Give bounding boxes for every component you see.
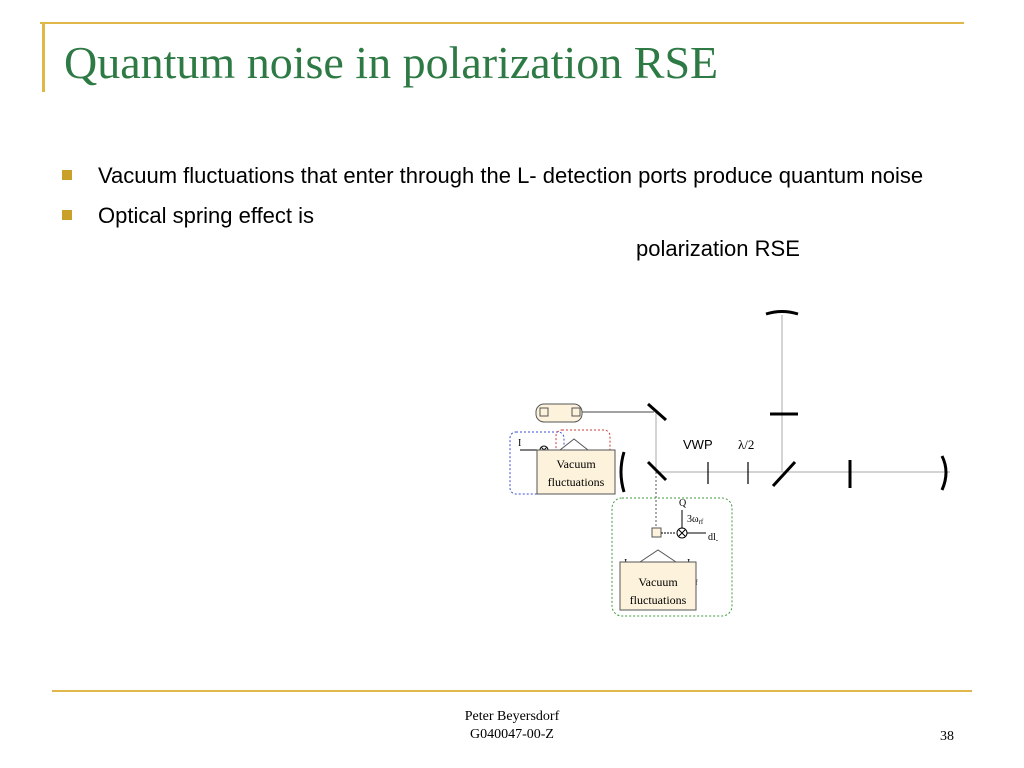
footer-doc-id: G040047-00-Z [470, 727, 554, 742]
pickoff-mirror-upper [647, 402, 667, 422]
freq-label: 3ωrf [687, 514, 704, 526]
main-beam-splitter [771, 460, 797, 488]
page-number: 38 [940, 729, 954, 744]
lower-vacuum-line2: fluctuations [630, 593, 687, 607]
inline-end-mirror [940, 455, 948, 491]
upper-photodetector-right [571, 407, 581, 417]
beam-splitter-mirror [646, 460, 668, 482]
recycling-mirror [619, 451, 626, 493]
lower-mixer-cross [678, 529, 686, 537]
upper-photodetector-left [539, 407, 549, 417]
bullet-list: Vacuum fluctuations that enter through t… [62, 160, 962, 240]
upper-vacuum-box [536, 449, 616, 495]
lower-green-dotted-region [611, 497, 733, 617]
bottom-accent-rule [52, 690, 972, 692]
top-accent-rule [40, 22, 964, 24]
footer-author: Peter Beyersdorf [464, 709, 560, 724]
upper-vacuum-line2: fluctuations [548, 475, 605, 489]
bullet-item: Optical spring effect is [62, 200, 962, 231]
polarization-rse-diagram: VWP λ/2 I Vacuum fluctuations Q 3ωrf dl-… [509, 310, 950, 617]
q-label: Q [679, 498, 687, 509]
slide-title: Quantum noise in polarization RSE [64, 37, 719, 88]
bullet-text: Vacuum fluctuations that enter through t… [98, 163, 924, 188]
figure-caption: polarization RSE [636, 236, 800, 261]
bullet-item: Vacuum fluctuations that enter through t… [62, 160, 962, 191]
arm-end-mirror [765, 310, 799, 316]
bullet-text: Optical spring effect is [98, 203, 315, 228]
upper-i-label: I [518, 438, 521, 449]
square-bullet-icon [62, 170, 72, 180]
footer: Peter Beyersdorf G040047-00-Z [412, 708, 612, 744]
lower-photodetector [651, 527, 662, 538]
half-wave-label: λ/2 [738, 437, 754, 452]
lower-vacuum-box [619, 561, 697, 611]
lower-vacuum-arrowhead [639, 549, 677, 563]
dl-output-label: dl- [708, 532, 719, 544]
upper-vacuum-arrowhead [559, 438, 589, 451]
lower-vacuum-line1: Vacuum [638, 575, 678, 589]
square-bullet-icon [62, 210, 72, 220]
upper-vacuum-line1: Vacuum [556, 457, 596, 471]
left-accent-rule [42, 22, 45, 92]
vwp-label: VWP [683, 437, 713, 452]
